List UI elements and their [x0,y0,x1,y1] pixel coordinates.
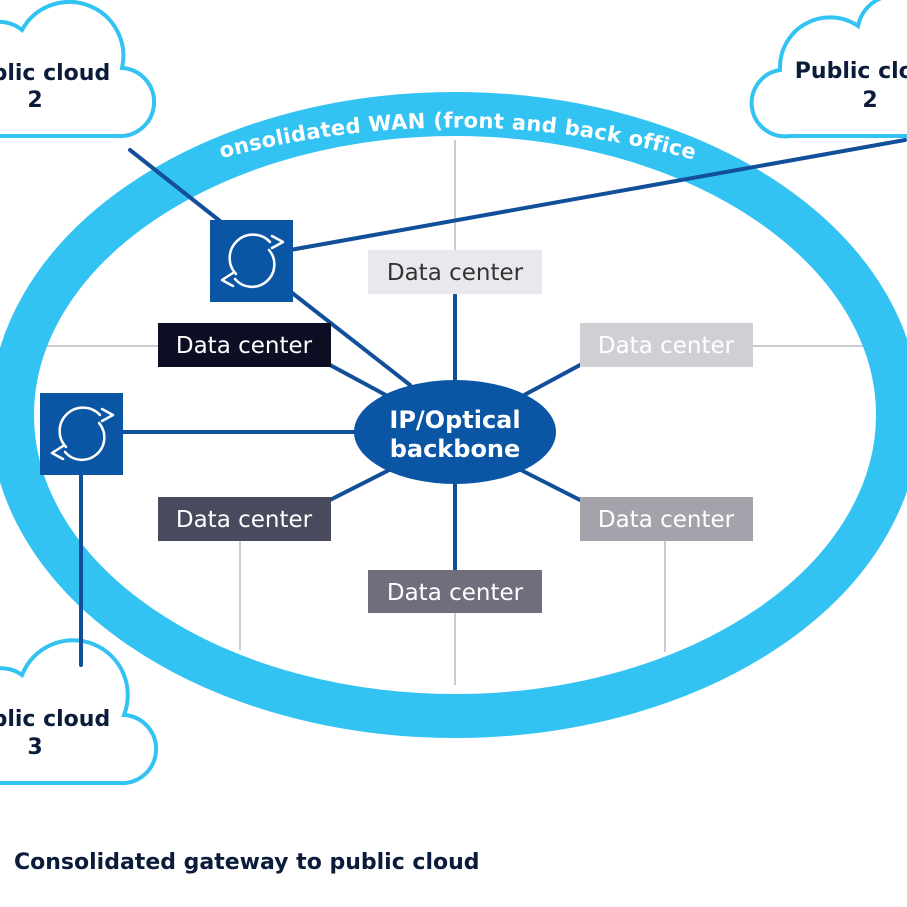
diagram-caption: Consolidated gateway to public cloud [14,850,480,875]
data-center-left-bottom: Data center [158,497,331,541]
data-center-label: Data center [598,333,735,359]
data-center-label: Data center [176,333,313,359]
public-cloud-1-name: Public cloud [0,61,110,86]
wan-ring [0,92,907,738]
ip-optical-backbone: IP/Optical backbone [354,380,556,484]
backbone-line-2: backbone [390,435,521,463]
data-center-right-top: Data center [580,323,753,367]
gateway-top [210,220,293,302]
sync-arrows-icon [220,233,285,289]
data-center-label: Data center [176,507,313,533]
data-center-right-bottom: Data center [580,497,753,541]
public-cloud-3: Public cloud 3 [0,638,159,786]
public-cloud-3-number: 3 [27,735,42,760]
public-cloud-1-number: 2 [27,88,42,113]
gateway-left [40,393,123,475]
public-cloud-3-name: Public cloud [0,707,110,732]
sync-arrows-icon [50,406,115,462]
public-cloud-1: Public cloud 2 [0,0,157,139]
ring-spokes [20,140,890,685]
data-center-left-top: Data center [158,323,331,367]
data-center-label: Data center [387,580,524,606]
data-center-label: Data center [387,260,524,286]
data-center-top: Data center [368,250,542,294]
backbone-line-1: IP/Optical [389,406,520,434]
public-cloud-2: Public cloud 2 [749,0,907,139]
data-center-label: Data center [598,507,735,533]
public-cloud-2-number: 2 [862,88,877,113]
public-cloud-2-name: Public cloud [795,59,907,84]
data-center-bottom: Data center [368,570,542,613]
backbone-links [79,138,907,667]
